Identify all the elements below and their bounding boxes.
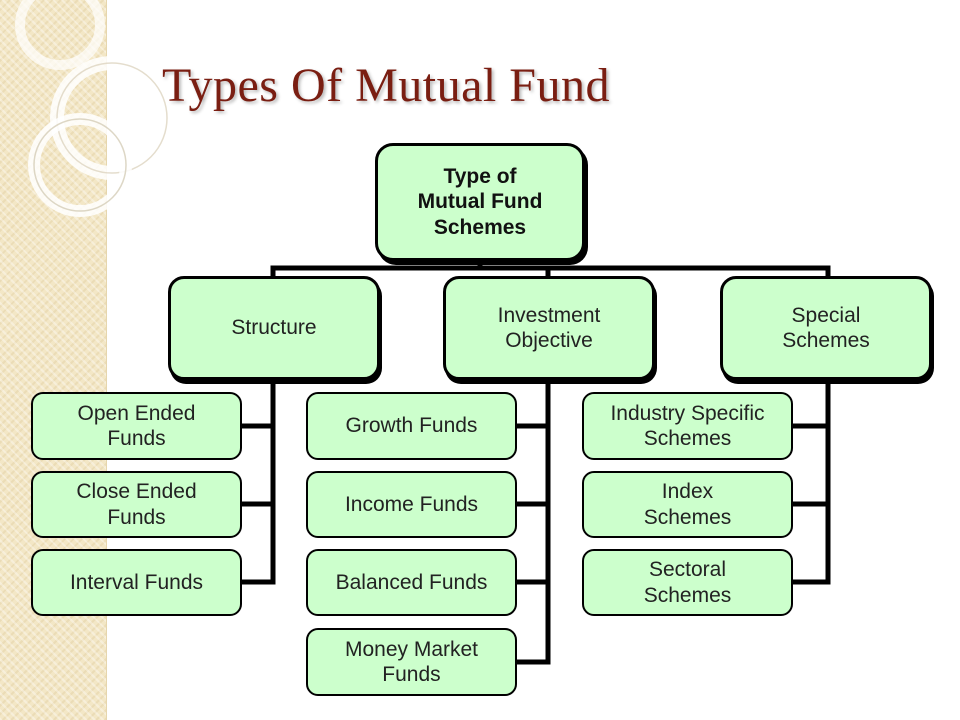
category-structure: Structure [168, 276, 380, 380]
item-income-funds: Income Funds [306, 471, 517, 538]
item-sectoral-schemes: Sectoral Schemes [582, 549, 793, 616]
item-index-schemes: Index Schemes [582, 471, 793, 538]
item-open-ended-funds: Open Ended Funds [31, 392, 242, 460]
item-growth-funds: Growth Funds [306, 392, 517, 460]
item-industry-specific-schemes: Industry Specific Schemes [582, 392, 793, 460]
category-special-schemes: Special Schemes [720, 276, 932, 380]
root-node: Type of Mutual Fund Schemes [375, 143, 585, 261]
item-balanced-funds: Balanced Funds [306, 549, 517, 616]
item-close-ended-funds: Close Ended Funds [31, 471, 242, 538]
item-money-market-funds: Money Market Funds [306, 628, 517, 696]
item-interval-funds: Interval Funds [31, 549, 242, 616]
category-investment-objective: Investment Objective [443, 276, 655, 380]
slide-title: Types Of Mutual Fund [162, 59, 610, 112]
